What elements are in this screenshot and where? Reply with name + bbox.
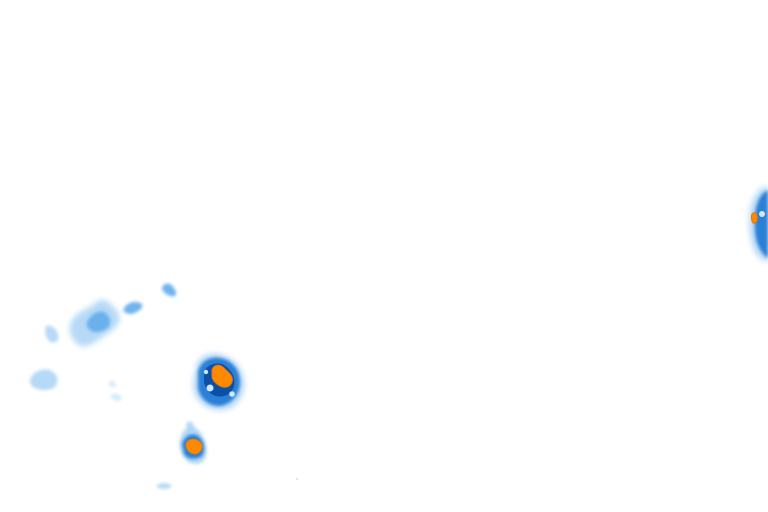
echo-cell-main-hole-1 <box>206 384 214 392</box>
echo-far-west <box>30 369 122 401</box>
echo-cell-main-intense <box>211 364 233 388</box>
echo-cell-main-hole-2 <box>229 391 235 397</box>
echo-cell-south-intense <box>185 438 203 455</box>
echo-cell-east-intense <box>750 212 758 224</box>
echo-cluster-west-tail <box>45 325 59 343</box>
echo-cell-south-tail <box>186 421 194 433</box>
echo-small-north <box>162 283 177 297</box>
echo-cell-east-ring <box>754 190 768 258</box>
echo-cluster-west-arm <box>123 301 143 314</box>
echo-cluster-west-inner <box>86 311 111 333</box>
echo-cell-south <box>179 421 207 464</box>
echo-cell-east-edge <box>749 186 768 262</box>
echo-speck-south <box>156 477 299 489</box>
echo-cell-main <box>193 353 245 411</box>
echo-cluster-west <box>45 299 143 347</box>
echo-cell-main-hole-3 <box>203 369 209 375</box>
echo-cell-east-hole <box>759 211 765 217</box>
